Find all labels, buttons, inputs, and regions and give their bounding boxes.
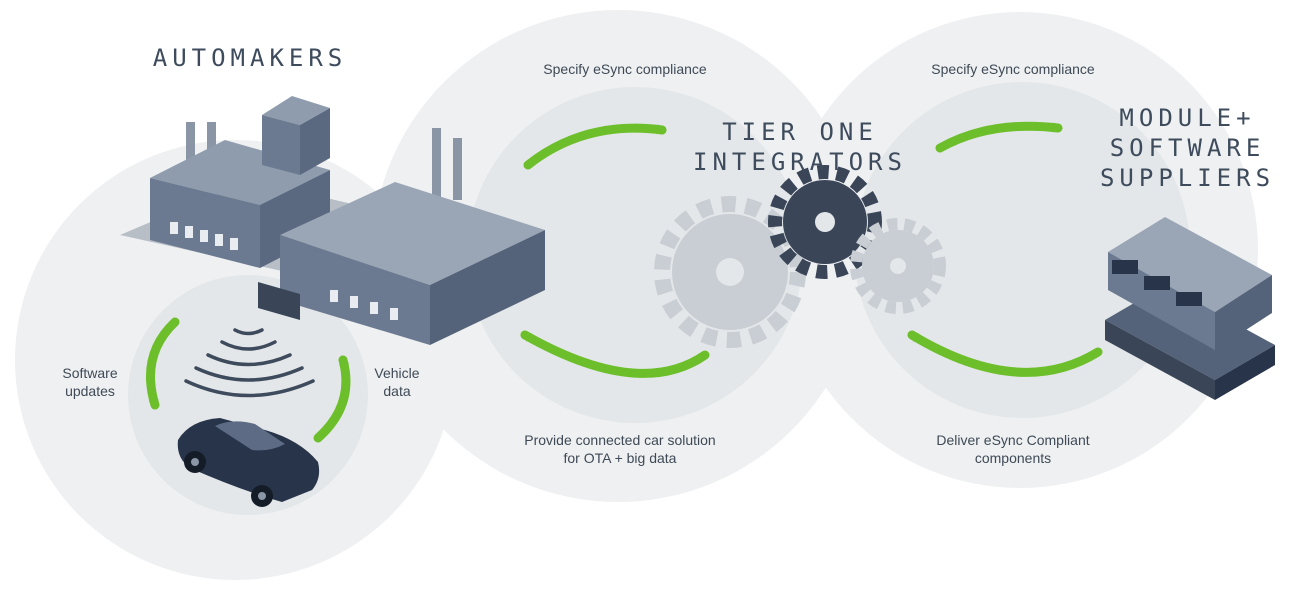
suppliers-heading-line2: SOFTWARE (1109, 134, 1266, 162)
factory-icon (120, 96, 545, 345)
gear-icon (850, 218, 946, 314)
deliver-components-label: Deliver eSync Compliant components (893, 431, 1133, 467)
specify-compliance-right-label: Specify eSync compliance (931, 61, 1095, 77)
software-updates-line2: updates (65, 383, 115, 399)
tier-one-inner-circle (467, 87, 803, 423)
vehicle-data-line2: data (383, 383, 411, 399)
tier-one-heading: TIER ONE INTEGRATORS (670, 117, 930, 177)
car-icon (177, 418, 320, 507)
tier-one-heading-line1: TIER ONE (722, 118, 878, 146)
signal-waves-icon (184, 328, 315, 398)
arrow-icon (146, 121, 1103, 443)
gear-icon (768, 165, 882, 279)
provide-solution-line2: for OTA + big data (563, 450, 677, 466)
automakers-heading-text: AUTOMAKERS (152, 44, 348, 72)
suppliers-heading-line3: SUPPLIERS (1099, 164, 1276, 192)
software-updates-label: Software updates (40, 364, 140, 400)
vehicle-data-label: Vehicle data (352, 364, 442, 400)
automakers-heading: AUTOMAKERS (130, 43, 370, 73)
deliver-components-line1: Deliver eSync Compliant (936, 432, 1090, 448)
suppliers-heading-line1: MODULE+ (1119, 104, 1256, 132)
software-updates-line1: Software (62, 365, 118, 381)
provide-solution-line1: Provide connected car solution (524, 432, 716, 448)
tier-one-heading-line2: INTEGRATORS (693, 148, 907, 176)
vehicle-data-line1: Vehicle (374, 365, 420, 381)
suppliers-heading: MODULE+ SOFTWARE SUPPLIERS (1085, 103, 1290, 193)
ecu-module-icon (1105, 217, 1275, 400)
deliver-components-line2: components (974, 450, 1052, 466)
provide-solution-label: Provide connected car solution for OTA +… (480, 431, 760, 467)
specify-compliance-left-label: Specify eSync compliance (543, 61, 707, 77)
